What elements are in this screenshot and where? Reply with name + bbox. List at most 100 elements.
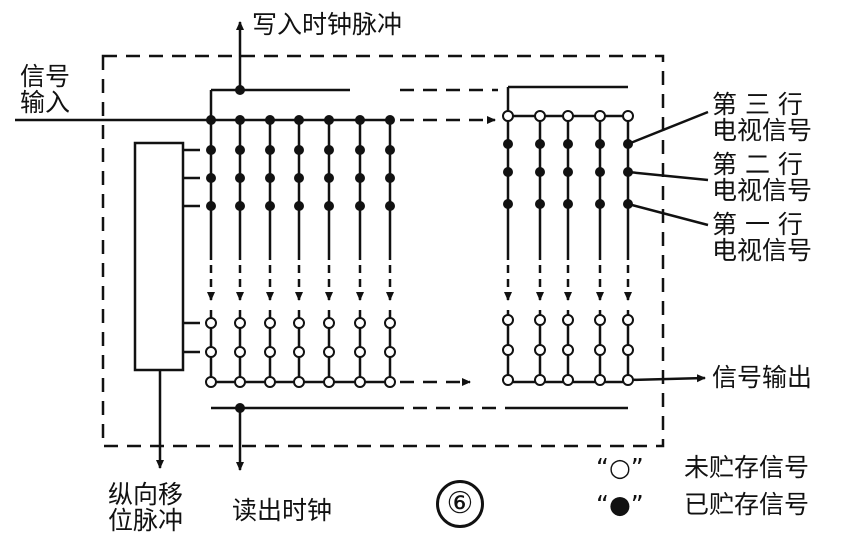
stored-signal-dot [355,145,365,155]
stored-signal-dot [294,201,304,211]
stored-signal-dot [623,139,633,149]
empty-cell-dot [323,376,335,388]
stored-signal-dot [294,115,304,125]
empty-cell-dot [502,110,514,122]
write-clock-junction [235,85,245,95]
stored-signal-dot [265,115,275,125]
stored-signal-dot [623,199,633,209]
stored-signal-dot [535,139,545,149]
empty-cell-dot [293,376,305,388]
stored-signal-dot [535,199,545,209]
empty-cell-dot [594,344,606,356]
read-clock-junction [235,403,245,413]
empty-cell-dot [622,110,634,122]
stored-signal-dot [385,173,395,183]
stored-signal-dot [235,201,245,211]
figure-number: ⑥ [436,480,484,528]
stored-signal-dot [385,201,395,211]
empty-cell-dot [384,317,396,329]
empty-cell-dot [293,346,305,358]
signal-output-line [627,374,706,383]
empty-cell-dot [594,314,606,326]
stored-signal-dot [324,115,334,125]
stored-signal-dot [355,173,365,183]
stored-signal-dot [503,167,513,177]
empty-cell-dot [384,346,396,358]
empty-cell-dot [622,344,634,356]
empty-cell-dot [264,317,276,329]
stored-signal-dot [265,201,275,211]
write-clock-label: 写入时钟脉冲 [252,10,403,39]
stored-signal-dot [355,201,365,211]
empty-cell-dot [534,374,546,386]
first-line-pointer [627,202,709,227]
empty-cell-dot [622,374,634,386]
read-clock-label: 读出时钟 [232,496,333,525]
stored-signal-dot [206,201,216,211]
empty-cell-dot [562,374,574,386]
empty-cell-dot [384,376,396,388]
stored-signal-dot [595,167,605,177]
stored-signal-dot [385,145,395,155]
outer-frame [101,54,665,448]
legend-empty-text: 未贮存信号 [684,453,810,482]
empty-cell-dot [234,346,246,358]
second-line-tv-signal-label-a: 第 二 行 [712,150,803,179]
stored-signal-dot [324,201,334,211]
stored-signal-dot [563,167,573,177]
signal-output-label: 信号输出 [712,363,813,392]
first-line-tv-signal-label-b: 电视信号 [712,236,813,265]
stored-signal-dot [206,145,216,155]
stored-signal-dot [623,167,633,177]
empty-cell-dot [205,376,217,388]
stored-signal-dot [324,145,334,155]
empty-cell-dot [502,374,514,386]
stored-signal-dot [503,199,513,209]
empty-cell-dot [562,314,574,326]
third-line-tv-signal-label-a: 第 三 行 [712,90,803,119]
stored-signal-dot [294,145,304,155]
empty-cell-dot [293,317,305,329]
signal-input-label-line2: 输入 [20,88,71,117]
stored-signal-dot [535,167,545,177]
vertical-shift-pulse-label-a: 纵向移 [108,480,184,509]
second-line-pointer [627,170,709,182]
stored-signal-dot [385,115,395,125]
stored-signal-dot [595,139,605,149]
legend-filled-marker: “●” [596,490,644,519]
empty-cell-dot [594,374,606,386]
stored-signal-dot [235,145,245,155]
empty-cell-dot [534,110,546,122]
empty-cell-dot [323,317,335,329]
vertical-shift-register [133,141,185,372]
legend-filled-text: 已贮存信号 [684,490,810,519]
stored-signal-dot [355,115,365,125]
third-line-tv-signal-label-b: 电视信号 [712,116,813,145]
empty-cell-dot [562,110,574,122]
stored-signal-dot [595,199,605,209]
stored-signal-dot [235,173,245,183]
empty-cell-dot [594,110,606,122]
stored-signal-dot [324,173,334,183]
empty-cell-dot [354,346,366,358]
empty-cell-dot [264,346,276,358]
empty-cell-dot [562,344,574,356]
empty-cell-dot [264,376,276,388]
stored-signal-dot [563,199,573,209]
empty-cell-dot [534,344,546,356]
empty-cell-dot [205,346,217,358]
empty-cell-dot [234,317,246,329]
empty-cell-dot [354,376,366,388]
stored-signal-dot [265,145,275,155]
empty-cell-dot [534,314,546,326]
signal-input-label-line1: 信号 [20,62,71,91]
empty-cell-dot [234,376,246,388]
stored-signal-dot [503,139,513,149]
stored-signal-dot [206,115,216,125]
empty-cell-dot [622,314,634,326]
empty-cell-dot [354,317,366,329]
stored-signal-dot [563,139,573,149]
empty-cell-dot [502,344,514,356]
legend-empty-marker: “○” [596,453,644,482]
